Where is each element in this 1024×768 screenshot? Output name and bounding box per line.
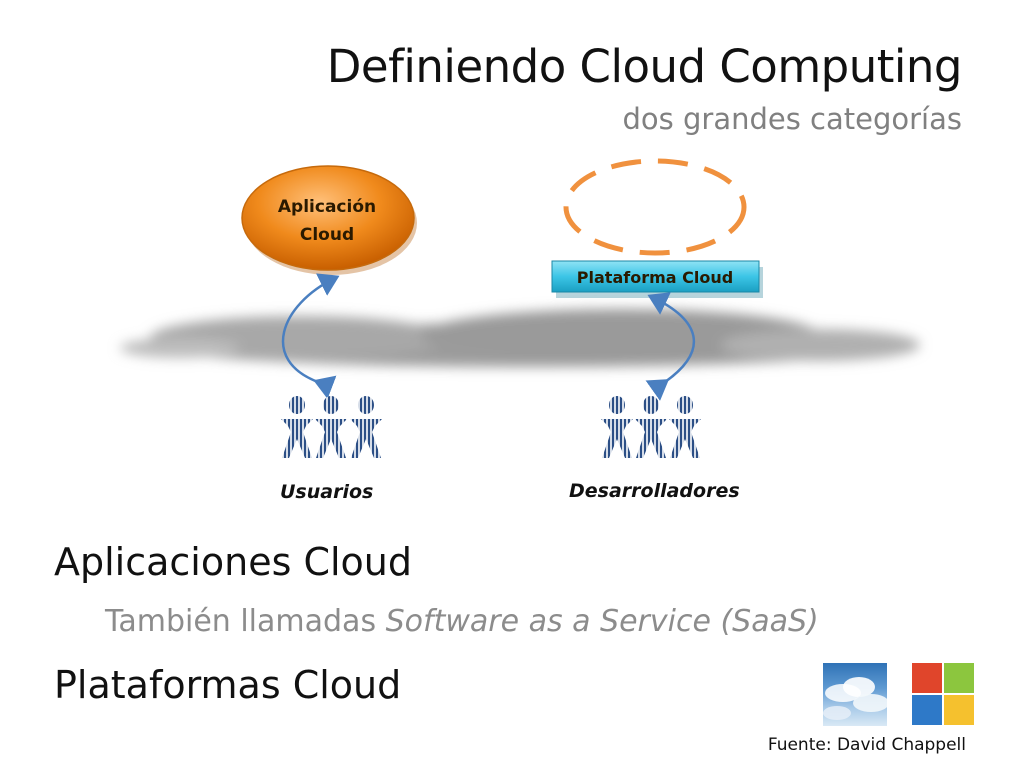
- logo-green-tile: [944, 663, 974, 693]
- person-figure: [350, 396, 382, 458]
- platform-node-label: Plataforma Cloud: [577, 268, 733, 287]
- saas-italic-text: Software as a Service (SaaS): [385, 604, 819, 639]
- platform-cloud-node: Plataforma Cloud: [551, 260, 763, 298]
- cloud-sky-photo: [823, 663, 887, 726]
- slide-subtitle: dos grandes categorías: [622, 102, 962, 136]
- person-figure: [601, 396, 633, 458]
- person-figure: [281, 396, 313, 458]
- bullet-apps-cloud: Aplicaciones Cloud: [54, 540, 412, 584]
- logo-blue-tile: [912, 695, 942, 725]
- source-credit: Fuente: David Chappell: [767, 735, 966, 755]
- cloud-diagram: Aplicación Cloud Plataforma Cloud: [120, 158, 920, 458]
- person-figure: [315, 396, 347, 458]
- app-node-line1: Aplicación: [278, 197, 376, 217]
- users-label: Usuarios: [280, 481, 374, 503]
- dashed-app-placeholder: [563, 158, 747, 256]
- person-figure: [669, 396, 701, 458]
- users-people-icon: [281, 396, 382, 458]
- slide-title: Definiendo Cloud Computing: [326, 40, 963, 93]
- logo-yellow-tile: [944, 695, 974, 725]
- bullet-saas-subpoint: También llamadas Software as a Service (…: [105, 604, 819, 639]
- devs-platform-arrow: [645, 292, 696, 401]
- app-cloud-node: Aplicación Cloud: [241, 165, 417, 275]
- logo-red-tile: [912, 663, 942, 693]
- app-node-line2: Cloud: [300, 225, 354, 245]
- person-figure: [635, 396, 667, 458]
- bullet-platforms-cloud: Plataformas Cloud: [54, 663, 402, 707]
- cloud-band: [120, 309, 920, 367]
- windows-logo: [912, 663, 974, 725]
- developers-label: Desarrolladores: [569, 480, 740, 502]
- developers-people-icon: [601, 396, 701, 458]
- users-app-arrow: [281, 273, 340, 400]
- saas-plain-text: También llamadas: [105, 604, 386, 639]
